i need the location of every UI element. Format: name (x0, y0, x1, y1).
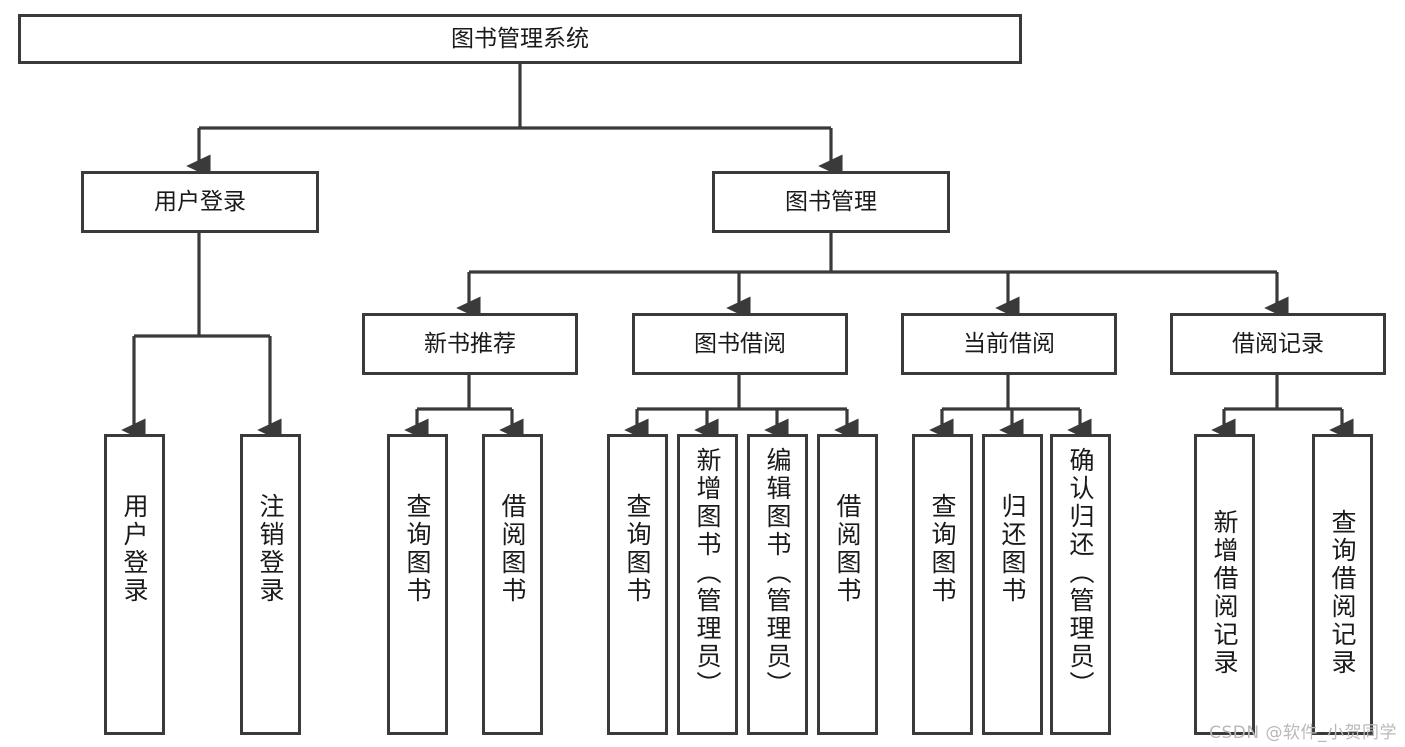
leaf-borrow-book-2[interactable]: 借阅图书 (817, 434, 878, 735)
node-new-book-recommend-label: 新书推荐 (424, 330, 516, 357)
leaf-user-login-label: 用户登录 (120, 493, 149, 605)
node-root[interactable]: 图书管理系统 (18, 14, 1022, 64)
leaf-logout-login[interactable]: 注销登录 (240, 434, 301, 735)
leaf-add-borrow-record[interactable]: 新增借阅记录 (1194, 434, 1255, 735)
leaf-query-borrow-record-label: 查询借阅记录 (1328, 509, 1357, 677)
node-root-label: 图书管理系统 (451, 25, 589, 52)
leaf-query-borrow-record[interactable]: 查询借阅记录 (1312, 434, 1373, 735)
node-borrow-record[interactable]: 借阅记录 (1170, 313, 1386, 375)
node-book-borrow-label: 图书借阅 (694, 330, 786, 357)
node-user-login[interactable]: 用户登录 (81, 171, 319, 233)
leaf-add-book-admin[interactable]: 新增图书（管理员） (677, 434, 738, 735)
leaf-query-book-3[interactable]: 查询图书 (912, 434, 973, 735)
leaf-borrow-book-1[interactable]: 借阅图书 (482, 434, 543, 735)
leaf-edit-book-admin[interactable]: 编辑图书（管理员） (747, 434, 808, 735)
leaf-query-book-1-label: 查询图书 (403, 493, 432, 605)
node-book-management[interactable]: 图书管理 (712, 171, 950, 233)
leaf-confirm-return-admin[interactable]: 确认归还（管理员） (1050, 434, 1111, 735)
leaf-query-book-2-label: 查询图书 (623, 493, 652, 605)
node-new-book-recommend[interactable]: 新书推荐 (362, 313, 578, 375)
node-book-management-label: 图书管理 (785, 188, 877, 215)
leaf-user-login[interactable]: 用户登录 (104, 434, 165, 735)
leaf-add-borrow-record-label: 新增借阅记录 (1210, 509, 1239, 677)
leaf-borrow-book-1-label: 借阅图书 (498, 493, 527, 605)
leaf-return-book[interactable]: 归还图书 (982, 434, 1043, 735)
leaf-query-book-2[interactable]: 查询图书 (607, 434, 668, 735)
node-book-borrow[interactable]: 图书借阅 (632, 313, 848, 375)
leaf-query-book-1[interactable]: 查询图书 (387, 434, 448, 735)
leaf-confirm-return-admin-label: 确认归还（管理员） (1066, 447, 1095, 699)
leaf-borrow-book-2-label: 借阅图书 (833, 493, 862, 605)
leaf-logout-login-label: 注销登录 (256, 493, 285, 605)
leaf-edit-book-admin-label: 编辑图书（管理员） (763, 447, 792, 699)
leaf-query-book-3-label: 查询图书 (928, 493, 957, 605)
node-current-borrow-label: 当前借阅 (963, 330, 1055, 357)
node-borrow-record-label: 借阅记录 (1232, 330, 1324, 357)
leaf-return-book-label: 归还图书 (998, 493, 1027, 605)
watermark-text: CSDN @软件_小贺同学 (1209, 723, 1397, 743)
node-current-borrow[interactable]: 当前借阅 (901, 313, 1117, 375)
leaf-add-book-admin-label: 新增图书（管理员） (693, 447, 722, 699)
node-user-login-label: 用户登录 (154, 188, 246, 215)
